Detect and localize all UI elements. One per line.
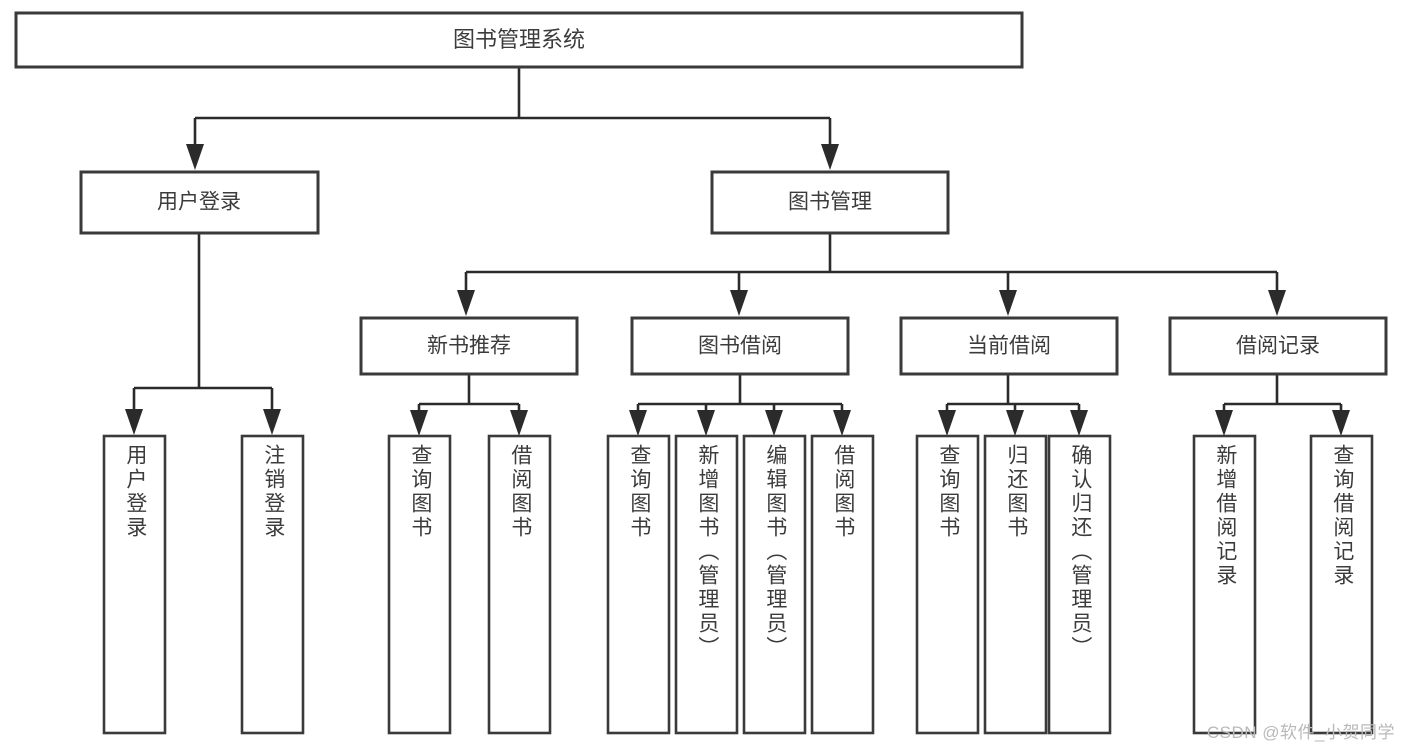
leaf-box-user-login-1[interactable] [240,434,305,735]
node-book-borrow[interactable]: 图书借阅 [630,316,850,376]
leaf-box-user-login-0[interactable] [102,434,167,735]
node-root-label: 图书管理系统 [453,27,585,52]
node-user-login[interactable]: 用户登录 [79,170,320,235]
connector-currentborrow-to-leaves [938,374,1088,436]
leaf-box-current-borrow-0[interactable] [915,434,980,735]
leaf-box-borrow-record-1[interactable] [1309,434,1374,735]
connector-borrowrecord-to-leaves [1215,374,1350,436]
leaf-box-book-borrow-0[interactable] [606,434,671,735]
node-current-borrow-label: 当前借阅 [967,335,1051,358]
leaf-box-current-borrow-1[interactable] [983,434,1048,735]
leaf-box-book-borrow-1[interactable] [674,434,739,735]
connector-root-to-level2 [186,67,839,170]
leaf-box-new-book-1[interactable] [487,434,552,735]
leaf-box-current-borrow-2[interactable] [1047,434,1112,735]
connector-userlogin-to-leaves [125,233,281,435]
node-book-borrow-label: 图书借阅 [698,335,782,358]
node-root[interactable]: 图书管理系统 [14,11,1024,69]
node-book-management[interactable]: 图书管理 [710,170,950,235]
connector-bookborrow-to-leaves [629,374,851,436]
node-new-book-recommend[interactable]: 新书推荐 [359,316,579,376]
leaf-box-new-book-0[interactable] [387,434,452,735]
watermark: CSDN @软件_小贺同学 [1206,723,1395,742]
node-book-management-label: 图书管理 [788,191,872,214]
node-current-borrow[interactable]: 当前借阅 [899,316,1119,376]
connector-bookmgmt-to-level3 [457,233,1286,316]
node-new-book-recommend-label: 新书推荐 [427,335,511,358]
leaf-box-borrow-record-0[interactable] [1192,434,1257,735]
node-borrow-record[interactable]: 借阅记录 [1168,316,1388,376]
connector-newbook-to-leaves [410,374,528,436]
leaf-box-book-borrow-3[interactable] [810,434,875,735]
node-user-login-label: 用户登录 [157,191,241,214]
node-borrow-record-label: 借阅记录 [1236,335,1320,358]
leaf-box-book-borrow-2[interactable] [742,434,807,735]
